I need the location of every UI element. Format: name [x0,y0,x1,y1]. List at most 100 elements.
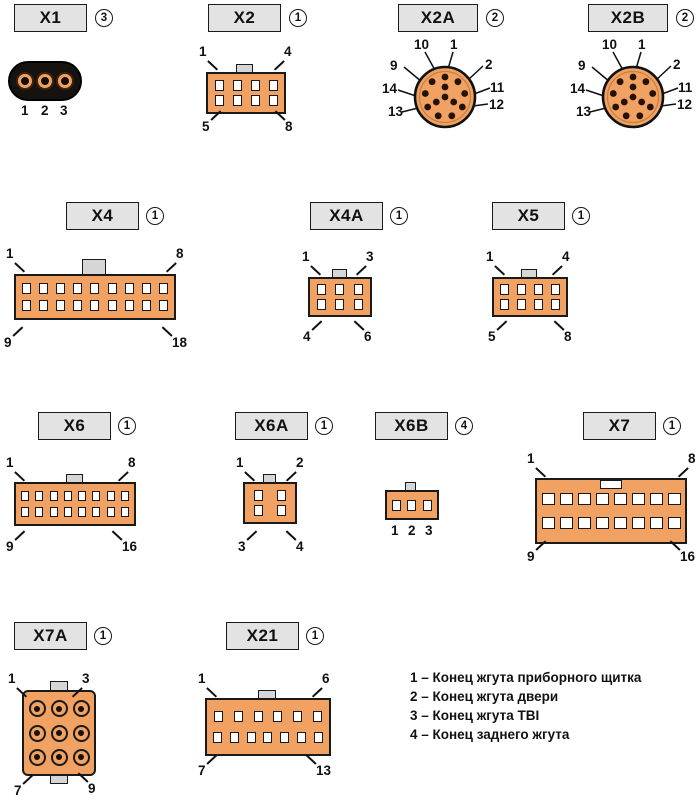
pin-hole [63,491,72,501]
pin-hole [280,732,290,743]
pin-hole [312,711,322,722]
pin-number: 1 [6,455,14,470]
pin-hole [551,299,560,310]
connector-x4a-harness-badge: 1 [390,207,408,225]
pin-hole [50,748,68,766]
pin-number: 2 [41,103,49,118]
connector-x2-body [206,72,286,114]
pin-hole [107,300,117,311]
pin-number: 2 [673,57,681,72]
pin-hole [277,505,286,517]
pin-number: 13 [388,104,404,119]
pin-hole [92,507,101,517]
pin-row [539,517,683,529]
connector-x4-body [14,274,176,320]
pin-hole [254,505,263,517]
connector-x1-harness-badge: 3 [95,9,113,27]
pin-hole [56,300,66,311]
pin-number: 7 [14,783,22,798]
pin-hole [214,711,224,722]
pin-hole [613,517,627,529]
pin-hole [649,493,663,505]
pin-hole [28,724,46,742]
pin-row [26,724,92,742]
connector-x7-label: X7 [583,412,656,440]
pin-number: 9 [88,781,96,796]
pin-number: 9 [4,335,12,350]
pin-number: 4 [562,249,570,264]
pin-hole [106,507,115,517]
pin-number: 16 [680,549,696,564]
pin-hole [158,283,168,294]
round-pin [16,72,34,90]
pin-number: 2 [485,57,493,72]
pin-number: 13 [316,763,332,778]
pin-hole [263,732,273,743]
connector-x2a-harness-badge: 2 [486,9,504,27]
pin-number: 1 [236,455,244,470]
pin-hole [541,493,555,505]
pin-hole [78,491,87,501]
pin-number: 11 [490,80,505,95]
pin-hole [407,499,417,511]
pin-number: 16 [122,539,138,554]
pin-hole [90,283,100,294]
pin-hole [354,284,364,295]
pin-number: 2 [408,523,416,538]
pin-number: 6 [364,329,372,344]
pin-number: 18 [172,335,188,350]
connector-x7-body [535,478,687,544]
pin-number: 6 [322,671,330,686]
connector-x7a-body [22,690,96,776]
pin-number: 1 [199,44,207,59]
pin-number: 1 [302,249,310,264]
pin-hole [21,507,30,517]
pin-hole [22,283,32,294]
pin-hole [50,700,68,718]
pin-number: 4 [296,539,304,554]
connector-x2a-label: X2A [398,4,478,32]
pin-hole [233,711,243,722]
pin-hole [73,300,83,311]
pin-number: 5 [488,329,496,344]
pin-hole [253,711,263,722]
pin-hole [500,299,509,310]
pin-hole [120,507,129,517]
pin-hole [613,493,627,505]
pin-row [247,489,293,501]
pin-hole [214,95,224,107]
pin-hole [124,300,134,311]
pin-hole [250,95,260,107]
pin-hole [246,732,256,743]
pin-hole [273,711,283,722]
pin-hole [158,300,168,311]
pin-hole [268,95,278,107]
connector-x1-label: X1 [14,4,87,32]
pin-hole [56,283,66,294]
pin-hole [232,79,242,91]
pin-hole [577,493,591,505]
legend-item-1: 1 – Конец жгута приборного щитка [410,670,642,685]
pin-hole [22,300,32,311]
pin-row [209,732,327,743]
pin-hole [229,732,239,743]
pin-number: 4 [284,44,292,59]
pin-number: 7 [198,763,206,778]
pin-hole [50,724,68,742]
connector-x5-body [492,277,568,317]
connector-x4-harness-badge: 1 [146,207,164,225]
connector-x6a-body [243,482,297,524]
pin-hole [106,491,115,501]
pin-number: 14 [382,81,398,96]
pin-hole [595,517,609,529]
pin-hole [534,299,543,310]
pin-number: 9 [527,549,535,564]
pin-row [210,95,282,107]
pin-hole [667,517,681,529]
pin-row [389,499,435,511]
pin-hole [72,748,90,766]
pin-number: 10 [414,37,430,52]
pin-hole [124,283,134,294]
pin-row [18,507,132,517]
